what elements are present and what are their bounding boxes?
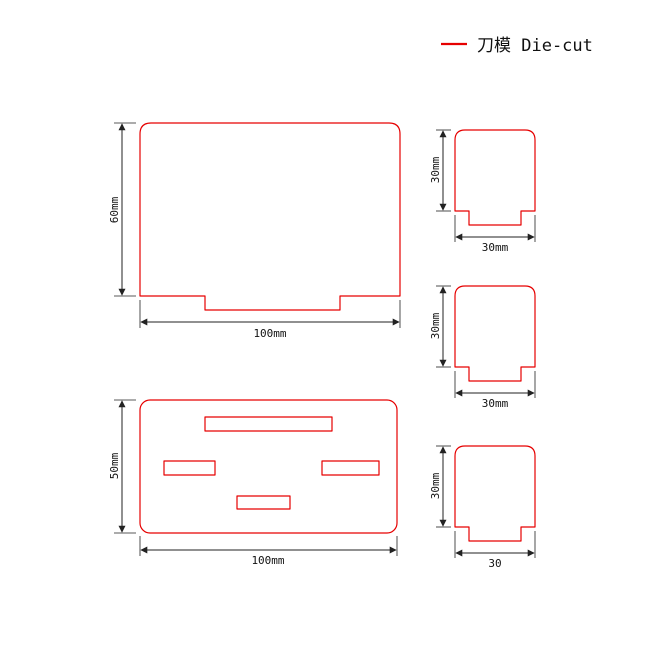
top-panel: 60mm 100mm [108, 122, 401, 340]
slot-cutout-top [204, 416, 333, 432]
dimension-label-top-panel-height: 60mm [108, 196, 121, 223]
dimension-label-small-panel-2-height: 30mm [429, 312, 442, 339]
dimension-label-bottom-panel-width: 100mm [251, 554, 284, 567]
die-cut-outline-small-panel-3 [454, 445, 536, 542]
legend: 刀模 Die-cut [441, 36, 593, 56]
bottom-panel: 50mm 100mm [108, 399, 398, 567]
dimension-label-small-panel-2-width: 30mm [482, 397, 509, 410]
small-panel-1: 30mm 30mm [429, 129, 536, 254]
dimension-label-small-panel-3-width: 30 [488, 557, 501, 570]
die-cut-outline-top-panel [139, 122, 401, 311]
slot-cutout-right [321, 460, 380, 476]
die-cut-outline-small-panel-1 [454, 129, 536, 226]
slot-cutout-bottom [236, 495, 291, 510]
dimension-label-small-panel-1-height: 30mm [429, 156, 442, 183]
die-cut-outline-bottom-panel [139, 399, 398, 534]
dimension-label-top-panel-width: 100mm [253, 327, 286, 340]
small-panel-3: 30mm 30 [429, 445, 536, 570]
small-panel-2: 30mm 30mm [429, 285, 536, 410]
dimension-label-small-panel-3-height: 30mm [429, 472, 442, 499]
die-cut-outline-small-panel-2 [454, 285, 536, 382]
legend-label: 刀模 Die-cut [477, 36, 593, 56]
dimension-label-bottom-panel-height: 50mm [108, 452, 121, 479]
slot-cutout-left [163, 460, 216, 476]
dimension-label-small-panel-1-width: 30mm [482, 241, 509, 254]
